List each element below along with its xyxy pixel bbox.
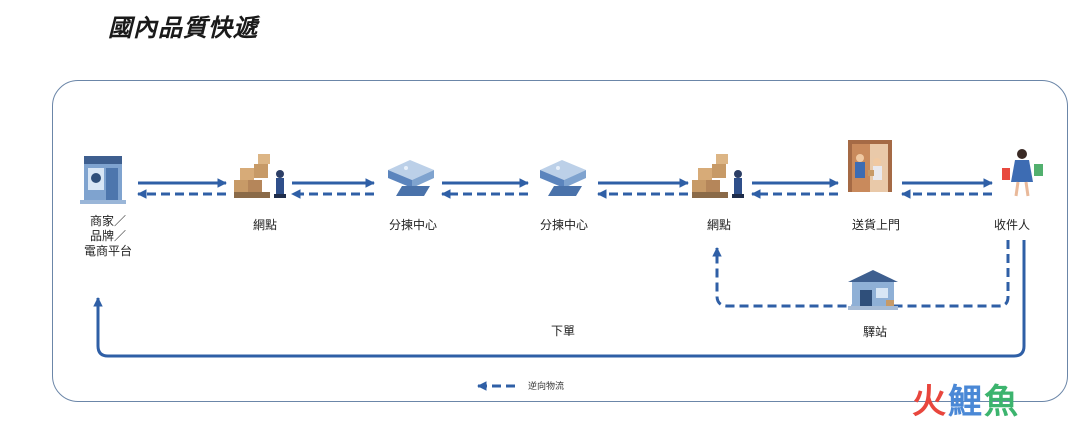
door-delivery-icon [848, 140, 892, 192]
station-label: 驛站 [862, 325, 887, 339]
merchant-label-line-2: 品牌／ [89, 229, 126, 243]
reverse-arrows [137, 189, 1010, 308]
shopper-recipient-icon [1002, 149, 1043, 197]
watermark-part-1: 火 [912, 382, 948, 422]
diagram-panel [52, 80, 1068, 402]
delivery-label: 送貨上門 [851, 218, 900, 232]
watermark-part-3: 魚 [984, 382, 1020, 422]
merchant-label-line-1: 商家／ [89, 214, 126, 228]
watermark-logo: 火鯉魚 [912, 374, 1020, 423]
sorting-center-label-2: 分揀中心 [539, 218, 588, 232]
courier-station-icon [848, 270, 898, 310]
sorting-center-icon-1 [388, 160, 434, 196]
merchant-label-line-3: 電商平台 [83, 244, 132, 258]
sorting-center-icon-2 [540, 160, 586, 196]
outlet-label-2: 網點 [706, 218, 731, 232]
watermark-part-2: 鯉 [948, 382, 984, 422]
merchant-store-icon [80, 156, 126, 204]
outlet-boxes-icon-2 [692, 154, 744, 198]
page-title: 國內品質快遞 [108, 13, 258, 42]
recipient-label: 收件人 [993, 218, 1030, 232]
rev-arrow-recipient-station-outlet2 [712, 240, 1010, 308]
legend-reverse-logistics-label: 逆向物流 [528, 382, 565, 392]
outlet-label-1: 網點 [252, 218, 277, 232]
sorting-center-label-1: 分揀中心 [388, 218, 437, 232]
order-arrow-recipient-to-merchant [93, 240, 1026, 358]
outlet-boxes-icon-1 [234, 154, 286, 198]
order-label: 下單 [550, 324, 575, 338]
merchant-label: 商家／ 品牌／ 電商平台 [80, 214, 136, 259]
